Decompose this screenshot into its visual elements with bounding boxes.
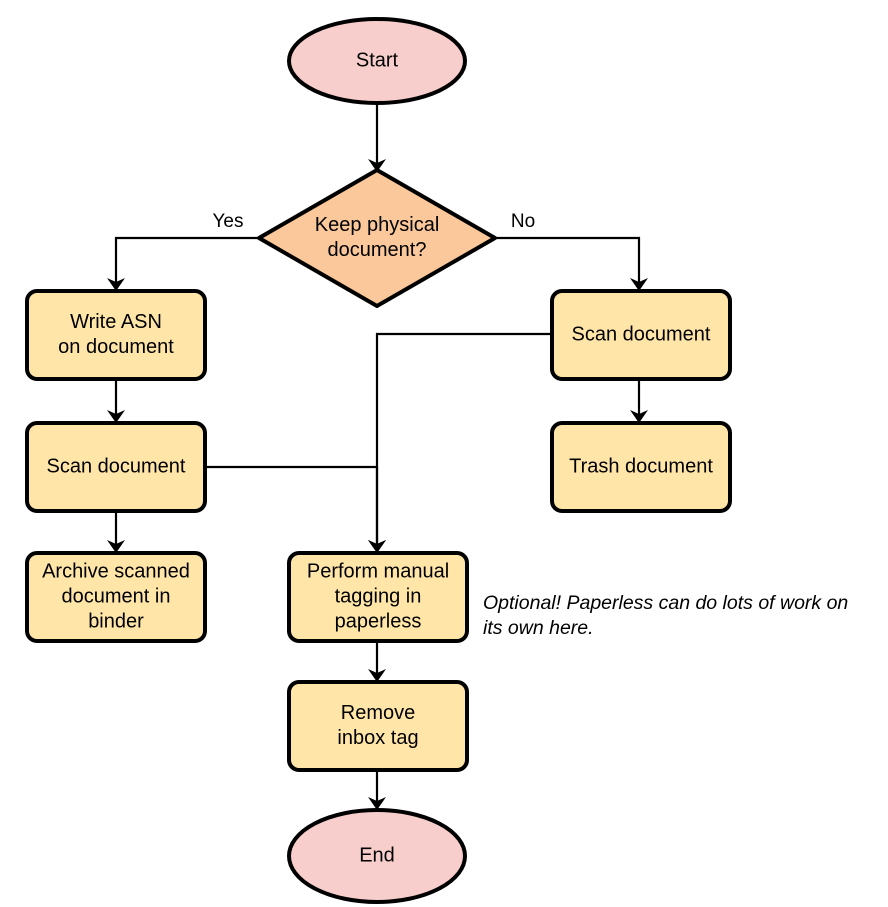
node-label-line: Start — [356, 49, 399, 71]
edge-decision-yes-to-write-asn: Yes — [107, 211, 259, 291]
node-label-line: Scan document — [572, 323, 711, 345]
edge-scan-left-to-archive — [107, 511, 125, 553]
arrowhead-icon — [630, 410, 648, 423]
annotations-layer: Optional! Paperless can do lots of work … — [483, 592, 848, 639]
process-shape[interactable] — [287, 680, 469, 772]
edge-decision-no-to-scan-right: No — [495, 211, 648, 291]
edge-label: No — [511, 211, 535, 232]
edge-manual-tagging-to-remove-inbox — [368, 641, 386, 682]
arrowhead-icon — [630, 278, 648, 291]
arrowhead-icon — [368, 159, 386, 172]
edge-scan-right-to-manual-tagging — [368, 332, 552, 553]
edge-line — [375, 332, 552, 545]
node-remove-inbox-tag[interactable]: Remove inbox tag — [287, 680, 469, 772]
process-shape[interactable] — [25, 289, 207, 381]
node-manual-tagging[interactable]: Perform manual tagging in paperless — [287, 551, 469, 643]
edge-remove-inbox-to-end — [368, 770, 386, 810]
process-shape[interactable] — [25, 421, 207, 513]
annotation-line: its own here. — [483, 617, 594, 639]
edge-line — [114, 236, 259, 283]
node-label-line: document? — [328, 239, 427, 261]
edge-line — [495, 236, 641, 283]
decision-shape[interactable] — [257, 168, 497, 308]
node-label-line: on document — [58, 336, 174, 358]
node-label-line: document in — [62, 585, 171, 607]
arrowhead-icon — [107, 278, 125, 291]
annotation-line: Optional! Paperless can do lots of work … — [483, 592, 848, 614]
node-label-line: Perform manual — [307, 560, 449, 582]
node-label-line: Keep physical — [315, 214, 440, 236]
node-label-line: Trash document — [569, 455, 713, 477]
edge-scan-left-to-manual-tagging — [205, 465, 386, 553]
node-trash-document[interactable]: Trash document — [550, 421, 732, 513]
node-label-line: binder — [88, 610, 144, 632]
node-label-line: tagging in — [335, 585, 422, 607]
terminator-shape[interactable] — [287, 17, 467, 105]
edge-scan-right-to-trash — [630, 379, 648, 423]
node-start[interactable]: Start — [287, 17, 467, 105]
node-label-line: paperless — [335, 610, 422, 632]
node-scan-left[interactable]: Scan document — [25, 421, 207, 513]
node-label-line: Scan document — [47, 455, 186, 477]
node-label-line: Write ASN — [70, 311, 162, 333]
arrowhead-icon — [368, 797, 386, 810]
edge-write-asn-to-scan-left — [107, 379, 125, 423]
arrowhead-icon — [107, 410, 125, 423]
node-end[interactable]: End — [287, 808, 467, 904]
process-shape[interactable] — [287, 551, 469, 643]
arrowhead-icon — [368, 540, 386, 553]
node-label-line: Archive scanned — [42, 560, 190, 582]
arrowhead-icon — [107, 540, 125, 553]
edge-line — [205, 465, 379, 545]
node-label-line: End — [359, 844, 395, 866]
node-keep-physical[interactable]: Keep physical document? — [257, 168, 497, 308]
terminator-shape[interactable] — [287, 808, 467, 904]
node-label-line: Remove — [341, 702, 415, 724]
edge-label: Yes — [213, 211, 244, 232]
node-write-asn[interactable]: Write ASN on document — [25, 289, 207, 381]
arrowhead-icon — [368, 669, 386, 682]
edge-start-to-decision — [368, 104, 386, 172]
process-shape[interactable] — [25, 551, 207, 643]
node-label-line: inbox tag — [337, 727, 418, 749]
node-archive-binder[interactable]: Archive scanned document in binder — [25, 551, 207, 643]
process-shape[interactable] — [550, 289, 732, 381]
annotation-optional-note: Optional! Paperless can do lots of work … — [483, 592, 848, 639]
edges-layer: Yes No — [107, 104, 648, 810]
process-shape[interactable] — [550, 421, 732, 513]
node-scan-right[interactable]: Scan document — [550, 289, 732, 381]
